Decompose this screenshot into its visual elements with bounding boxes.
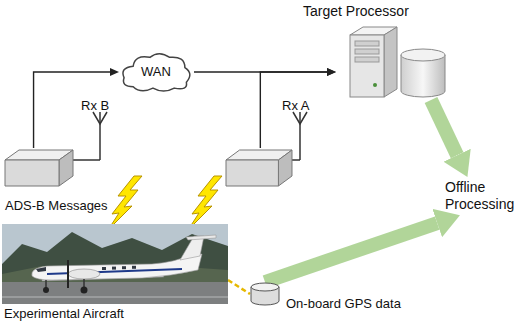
dashed-link xyxy=(228,280,250,294)
photo-outline xyxy=(2,224,228,304)
flow-arrow xyxy=(431,100,457,155)
rxbox-outline xyxy=(226,148,292,186)
receiver-box: Rx B xyxy=(5,148,73,186)
rxbox-outline xyxy=(5,148,73,186)
antenna-symbol xyxy=(292,112,307,160)
node-caption: On-board GPS data xyxy=(286,296,401,312)
node-caption: Rx A xyxy=(282,98,309,114)
server-outline xyxy=(335,25,455,100)
network-arrow xyxy=(34,72,110,148)
aircraft-photo: Experimental Aircraft xyxy=(2,224,228,304)
node-text: Offline Processing xyxy=(445,179,521,213)
wan-cloud: WAN xyxy=(118,50,194,94)
disk-outline xyxy=(250,282,280,306)
node-caption: Target Processor xyxy=(303,3,409,20)
network-arrow xyxy=(260,72,327,148)
flow-arrow xyxy=(265,223,437,282)
receiver-box: Rx A xyxy=(226,148,292,186)
antenna-symbol xyxy=(73,112,107,160)
server-icon: Target Processor xyxy=(335,25,455,100)
signal-label: ADS-B Messages xyxy=(5,198,108,214)
process-label: Offline Processing xyxy=(443,176,523,216)
lightning-symbol xyxy=(108,176,222,230)
gps-disk: On-board GPS data xyxy=(250,282,280,306)
node-caption: Rx B xyxy=(81,98,109,114)
node-caption: Experimental Aircraft xyxy=(4,306,124,322)
node-text: WAN xyxy=(141,64,171,80)
